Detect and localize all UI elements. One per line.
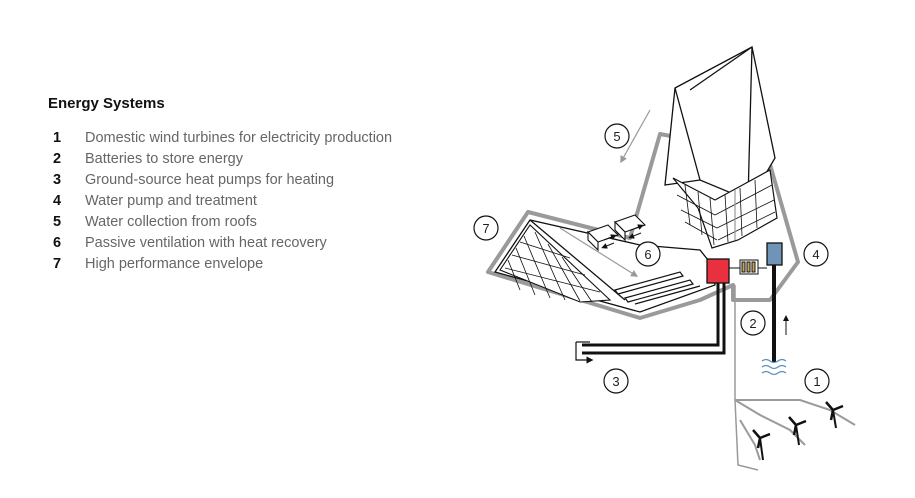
svg-text:7: 7 [482,221,489,236]
callout-badge-1: 1 [804,368,830,394]
legend-item-7: 7 High performance envelope [48,256,448,277]
legend-item-2: 2 Batteries to store energy [48,151,448,172]
roof-panels [613,271,701,305]
heat-pump-unit [706,258,730,284]
svg-text:4: 4 [812,247,819,262]
legend-list: 1 Domestic wind turbines for electricity … [48,130,448,277]
legend-number: 1 [53,130,62,146]
legend-item-5: 5 Water collection from roofs [48,214,448,235]
svg-text:2: 2 [749,316,756,331]
callout-badge-5: 5 [604,123,630,149]
callout-badge-7: 7 [473,215,499,241]
ground-loop-end [575,341,594,364]
tower-volume [664,46,776,201]
legend-panel: Energy Systems 1 Domestic wind turbines f… [48,95,448,277]
legend-label: Domestic wind turbines for electricity p… [85,130,393,146]
gable-glazing [499,224,612,303]
airflow-arrows [601,224,644,249]
wind-turbine-icon [825,401,844,429]
legend-number: 3 [53,172,62,188]
legend-number: 2 [53,151,62,167]
tower-glazing [672,169,778,249]
legend-item-4: 4 Water pump and treatment [48,193,448,214]
legend-number: 4 [53,193,62,209]
callout-badge-6: 6 [635,241,661,267]
ground-connector [734,285,759,471]
svg-text:5: 5 [613,129,620,144]
legend-label: Passive ventilation with heat recovery [85,235,327,251]
legend-label: Water pump and treatment [85,193,257,209]
legend-number: 7 [53,256,62,272]
svg-text:6: 6 [644,247,651,262]
water-pump-unit [766,242,783,266]
wind-turbine-icon [788,416,807,446]
svg-text:3: 3 [612,374,619,389]
battery-bank [729,259,767,275]
ground-loop-pipe [582,283,726,355]
legend-number: 5 [53,214,62,230]
wind-turbine-icon [752,429,771,461]
callout-badge-3: 3 [603,368,629,394]
legend-item-6: 6 Passive ventilation with heat recovery [48,235,448,256]
water-waves-icon [761,358,787,376]
legend-number: 6 [53,235,62,251]
legend-item-3: 3 Ground-source heat pumps for heating [48,172,448,193]
ventilation-units [586,214,647,252]
legend-item-1: 1 Domestic wind turbines for electricity … [48,130,448,151]
legend-title: Energy Systems [48,95,165,112]
svg-text:1: 1 [813,374,820,389]
callout-badge-4: 4 [803,241,829,267]
legend-label: Ground-source heat pumps for heating [85,172,335,188]
water-flow-arrows [559,109,736,277]
callout-badge-2: 2 [740,310,766,336]
legend-label: Water collection from roofs [85,214,257,230]
legend-label: Batteries to store energy [85,151,243,167]
legend-label: High performance envelope [85,256,264,272]
